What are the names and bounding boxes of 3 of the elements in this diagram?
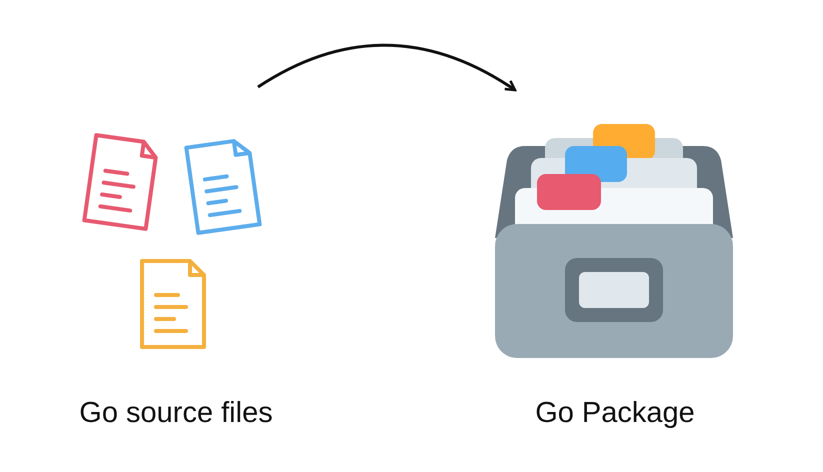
curved-arrow	[257, 44, 516, 92]
node-caption: Go source files	[78, 397, 274, 430]
node-caption: Go Package	[534, 397, 696, 430]
